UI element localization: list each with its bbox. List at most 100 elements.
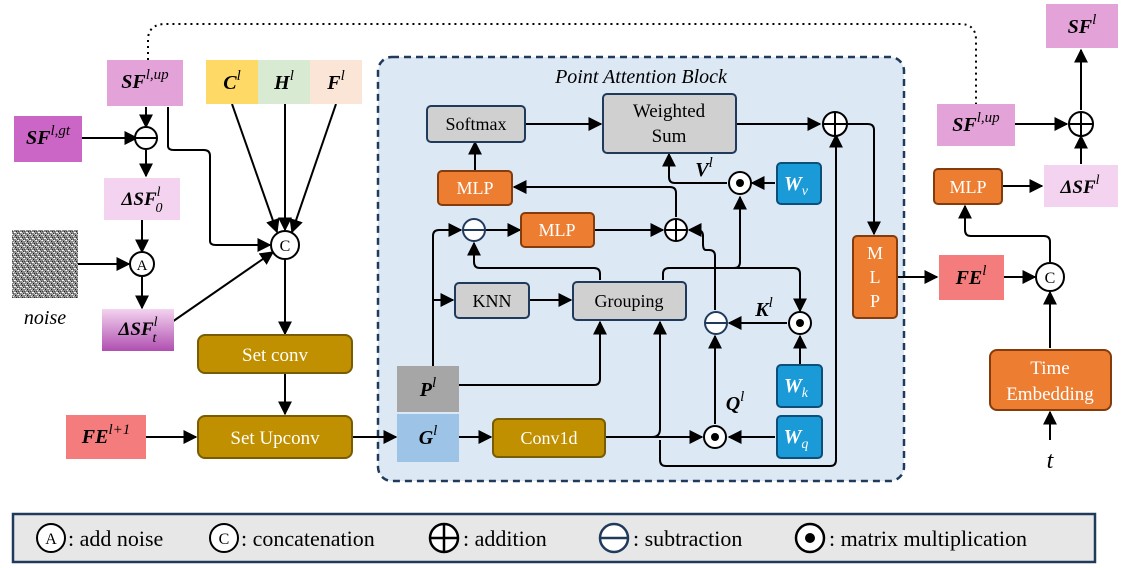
svg-text:C: C	[280, 238, 291, 255]
svg-text:Time: Time	[1030, 358, 1069, 379]
concat-operator-left: C	[270, 230, 300, 260]
knn-box: KNN	[454, 282, 530, 319]
legend-item-add-noise: A : add noise	[36, 523, 163, 553]
h-feature-node: Hl	[258, 60, 310, 104]
sf-gt-node: SFl,gt	[14, 116, 82, 162]
svg-text:Wq: Wq	[784, 426, 809, 452]
mlp-right-box: MLP	[933, 168, 1003, 205]
softmax-box: Softmax	[426, 105, 526, 143]
matmul-icon	[794, 522, 826, 554]
subtraction-operator-inner	[462, 218, 486, 242]
svg-text:: matrix multiplication: : matrix multiplication	[829, 526, 1027, 551]
svg-text:SFl,up: SFl,up	[121, 67, 169, 93]
svg-text:KNN: KNN	[473, 291, 512, 311]
svg-text:Hl: Hl	[273, 68, 294, 94]
svg-text:A: A	[45, 531, 57, 548]
fe-node: FEl	[939, 255, 1004, 300]
svg-text:: add noise: : add noise	[68, 526, 163, 551]
subtraction-icon	[598, 522, 630, 554]
svg-text:Weighted: Weighted	[633, 101, 706, 122]
mlp-left-box: MLP	[437, 170, 513, 206]
svg-text:L: L	[870, 267, 881, 287]
mlp-mid-box: MLP	[520, 212, 595, 248]
addition-operator-inner	[664, 218, 688, 242]
legend-item-concatenation: C : concatenation	[209, 523, 375, 553]
addition-icon	[428, 522, 460, 554]
sf-up-left-node: SFl,up	[107, 60, 183, 106]
t-label: t	[1047, 448, 1055, 474]
legend: A : add noise C : concatenation : additi…	[11, 512, 1097, 564]
svg-text:MLP: MLP	[949, 177, 986, 197]
svg-text:Cl: Cl	[223, 68, 241, 94]
sf-up-right-node: SFl,up	[937, 104, 1015, 146]
wk-box: Wk	[776, 364, 823, 408]
subtraction-operator-k	[704, 311, 728, 335]
svg-text:Set Upconv: Set Upconv	[230, 428, 320, 449]
svg-text:C: C	[219, 531, 230, 548]
svg-text:Grouping: Grouping	[595, 291, 664, 311]
add-noise-operator: A	[129, 251, 155, 277]
grouping-box: Grouping	[572, 281, 687, 321]
matmul-operator-v	[728, 171, 752, 195]
wv-box: Wv	[776, 162, 822, 205]
svg-text:Fl: Fl	[326, 68, 345, 94]
svg-text:SFl,up: SFl,up	[952, 110, 1000, 136]
k-label: Kl	[754, 295, 773, 321]
v-label: Vl	[695, 155, 713, 181]
svg-text:Softmax: Softmax	[446, 114, 507, 134]
svg-text:Wv: Wv	[784, 173, 809, 199]
svg-text:MLP: MLP	[456, 178, 493, 198]
svg-text:Sum: Sum	[652, 126, 687, 147]
sf-out-node: SFl	[1046, 4, 1118, 48]
svg-text:M: M	[867, 243, 883, 263]
matmul-operator-k	[788, 311, 812, 335]
svg-text:FEl+1: FEl+1	[81, 422, 130, 448]
legend-item-addition: : addition	[428, 522, 547, 554]
weighted-sum-box: Weighted Sum	[602, 93, 737, 154]
svg-text:Pl: Pl	[419, 375, 436, 401]
c-feature-node: Cl	[206, 60, 258, 104]
svg-text:: subtraction: : subtraction	[633, 526, 742, 551]
attention-block	[376, 55, 906, 483]
svg-text:ΔSFl: ΔSFl	[1059, 173, 1099, 198]
subtraction-operator	[134, 126, 158, 150]
svg-text:Wk: Wk	[784, 375, 809, 401]
mlp-vertical-box: M L P	[852, 235, 898, 319]
q-label: Ql	[726, 389, 745, 415]
svg-text:Embedding: Embedding	[1006, 384, 1094, 405]
noise-image	[12, 230, 78, 298]
legend-item-matmul: : matrix multiplication	[794, 522, 1027, 554]
f-feature-node: Fl	[310, 60, 362, 104]
set-conv-box: Set conv	[197, 334, 353, 374]
fe-next-node: FEl+1	[66, 415, 146, 459]
legend-item-subtraction: : subtraction	[598, 522, 742, 554]
svg-text:Conv1d: Conv1d	[520, 428, 577, 448]
dotted-link	[147, 23, 977, 104]
matmul-operator-q	[703, 425, 727, 449]
svg-text:: addition: : addition	[463, 526, 547, 551]
g-node: Gl	[397, 414, 459, 462]
noise-label: noise	[24, 307, 66, 329]
svg-text:A: A	[137, 258, 148, 274]
attention-block-title: Point Attention Block	[554, 66, 728, 88]
svg-text:C: C	[1045, 270, 1056, 287]
wq-box: Wq	[776, 415, 823, 459]
svg-text:SFl: SFl	[1068, 12, 1097, 38]
svg-text:MLP: MLP	[538, 220, 575, 240]
connectors	[78, 48, 1088, 467]
delta-sf-node: ΔSFl	[1044, 165, 1118, 207]
svg-text:Set conv: Set conv	[242, 345, 308, 366]
p-node: Pl	[397, 366, 459, 412]
svg-text:: concatenation: : concatenation	[241, 526, 375, 551]
svg-text:FEl: FEl	[955, 263, 987, 289]
svg-text:P: P	[870, 291, 880, 311]
concat-operator-right: C	[1035, 262, 1065, 292]
conv1d-box: Conv1d	[492, 418, 606, 458]
svg-text:Gl: Gl	[419, 423, 438, 449]
